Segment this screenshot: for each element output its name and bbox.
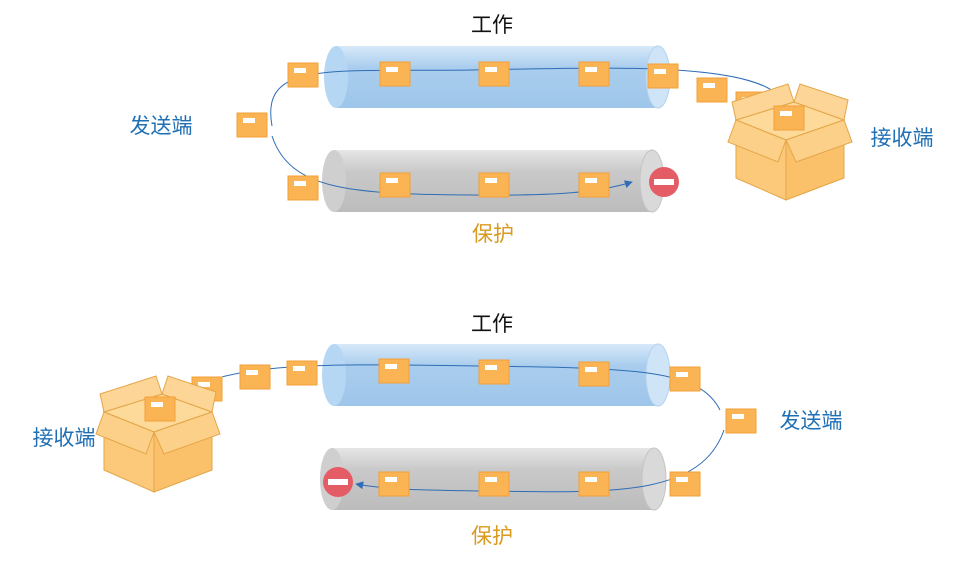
packet-icon bbox=[478, 471, 510, 497]
packet-icon bbox=[669, 471, 701, 497]
packet-icon bbox=[287, 62, 319, 88]
packet-icon bbox=[379, 172, 411, 198]
box-icon bbox=[727, 83, 853, 201]
top-receiver-label: 接收端 bbox=[871, 126, 934, 150]
packet-icon bbox=[379, 61, 411, 87]
packet-icon bbox=[578, 61, 610, 87]
top-work-arrow bbox=[270, 67, 785, 127]
packet-icon bbox=[478, 359, 510, 385]
packet-icon bbox=[696, 77, 728, 103]
packet-icon bbox=[725, 408, 757, 434]
packet-icon bbox=[286, 360, 318, 386]
packet-icon bbox=[239, 364, 271, 390]
packet-icon bbox=[478, 172, 510, 198]
box-icon bbox=[95, 375, 221, 493]
blocked-icon bbox=[649, 167, 679, 197]
packet-icon bbox=[378, 358, 410, 384]
bottom-protect-label: 保护 bbox=[471, 524, 513, 548]
bottom-work-label: 工作 bbox=[471, 312, 513, 336]
packet-icon bbox=[669, 366, 701, 392]
packet-icon bbox=[236, 112, 268, 138]
packet-icon bbox=[578, 172, 610, 198]
packet-icon bbox=[287, 175, 319, 201]
packet-icon bbox=[478, 61, 510, 87]
packet-icon bbox=[144, 396, 176, 422]
top-protect-label: 保护 bbox=[472, 222, 514, 246]
blocked-icon bbox=[323, 467, 353, 497]
bottom-receiver-label: 接收端 bbox=[33, 426, 96, 450]
bottom-sender-label: 发送端 bbox=[780, 409, 843, 433]
packet-icon bbox=[773, 105, 805, 131]
top-diagram: 工作 保护 发送端 接收端 bbox=[130, 13, 934, 246]
packet-icon bbox=[578, 471, 610, 497]
packet-icon bbox=[578, 361, 610, 387]
bottom-diagram: 工作 保护 发送端 接收端 bbox=[33, 312, 843, 548]
packet-icon bbox=[647, 63, 679, 89]
top-sender-label: 发送端 bbox=[130, 114, 193, 138]
top-work-label: 工作 bbox=[471, 13, 513, 37]
packet-icon bbox=[378, 471, 410, 497]
